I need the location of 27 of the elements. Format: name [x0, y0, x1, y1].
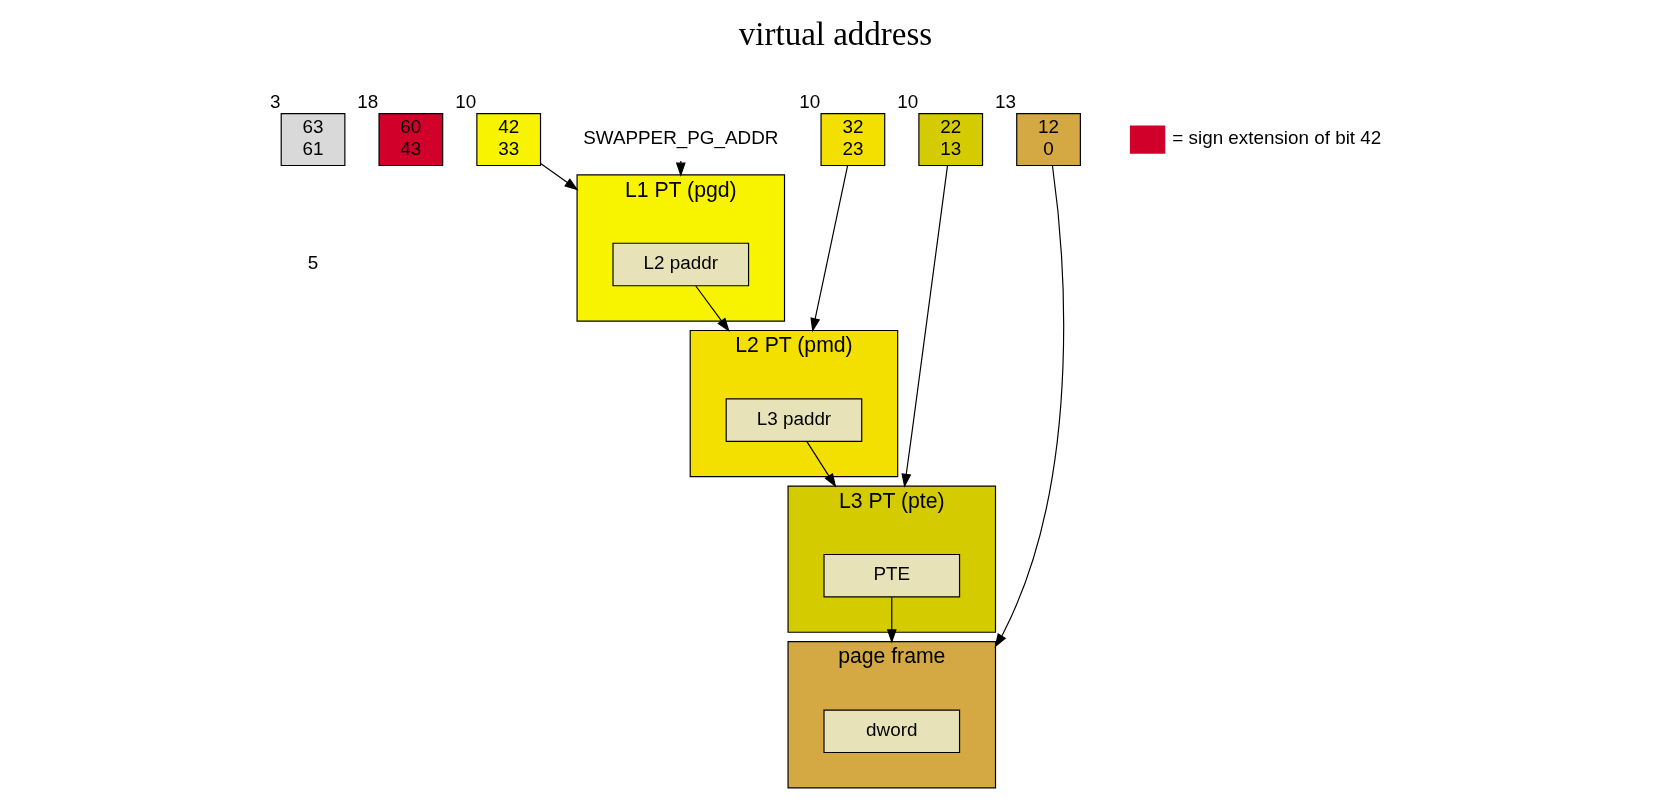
arrow: [695, 284, 730, 332]
node-box: 32 23: [820, 112, 886, 166]
node-box: 63 61: [280, 112, 346, 166]
node-box: 42 33: [476, 112, 542, 166]
arrow: [994, 164, 1065, 648]
node-label: 13: [995, 89, 1017, 111]
node-box: 22 13: [918, 112, 984, 166]
node-box: 60 43: [378, 112, 444, 166]
diagram-title: virtual address: [738, 15, 933, 52]
node-box: PTE: [823, 553, 961, 597]
node-label: 10: [455, 89, 477, 111]
node-label: 3: [270, 89, 281, 111]
arrow: [901, 164, 949, 488]
node-text: SWAPPER_PG_ADDR: [583, 126, 779, 148]
arrow: [810, 164, 849, 332]
arrow: [806, 440, 837, 488]
node-box: 12 0: [1016, 112, 1081, 166]
node-label: 10: [897, 89, 919, 111]
node-label: 18: [357, 89, 379, 111]
node-box: dword: [823, 708, 961, 753]
label: 5: [307, 251, 319, 273]
arrow: [540, 162, 579, 190]
arrow: [886, 596, 897, 643]
node-box: L2 paddr: [612, 242, 750, 286]
node-box: L3 paddr: [725, 397, 863, 442]
node-label: 10: [799, 89, 821, 111]
legend-label: = sign extension of bit 42: [1172, 126, 1382, 148]
